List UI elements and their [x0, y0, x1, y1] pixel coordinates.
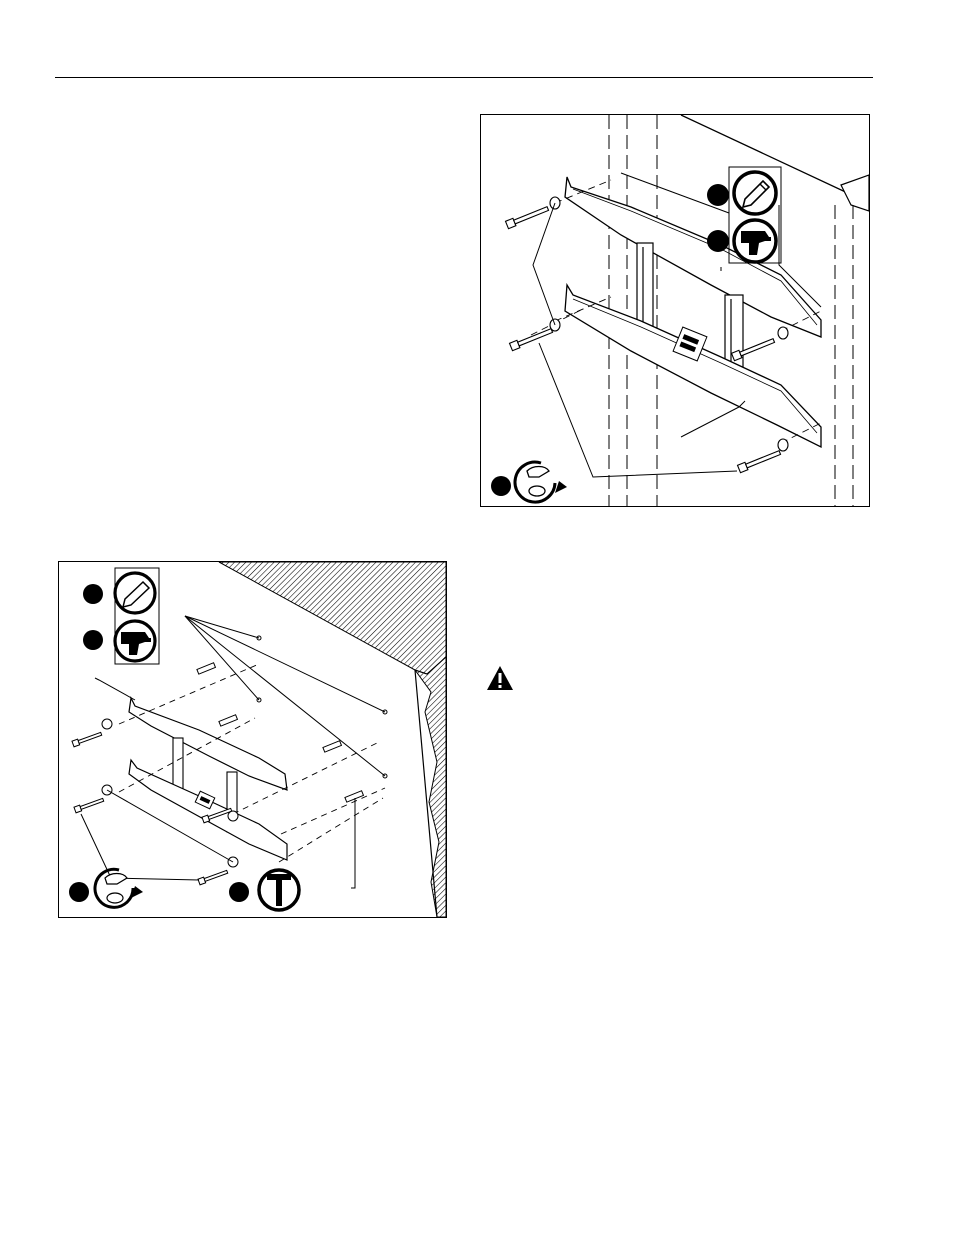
stud-mount-illustration — [481, 115, 869, 506]
stud-mount-figure — [480, 114, 870, 507]
drill-icon — [115, 621, 155, 661]
ratchet-wrench-icon — [515, 462, 567, 502]
callout-marker-1 — [707, 184, 729, 206]
callout-marker-2 — [83, 630, 103, 650]
warning-triangle-icon — [486, 665, 514, 691]
header-rule — [55, 77, 873, 78]
hammer-icon — [259, 870, 299, 910]
concrete-mount-illustration — [59, 562, 446, 917]
callout-marker-2 — [707, 230, 729, 252]
pencil-icon — [115, 573, 155, 613]
drill-icon — [734, 220, 776, 262]
concrete-mount-figure — [58, 561, 447, 918]
pencil-icon — [734, 172, 776, 214]
callout-marker-3 — [491, 476, 511, 496]
callout-marker-4 — [229, 882, 249, 902]
ratchet-wrench-icon — [95, 869, 143, 907]
callout-marker-3 — [69, 882, 89, 902]
callout-marker-1 — [83, 584, 103, 604]
